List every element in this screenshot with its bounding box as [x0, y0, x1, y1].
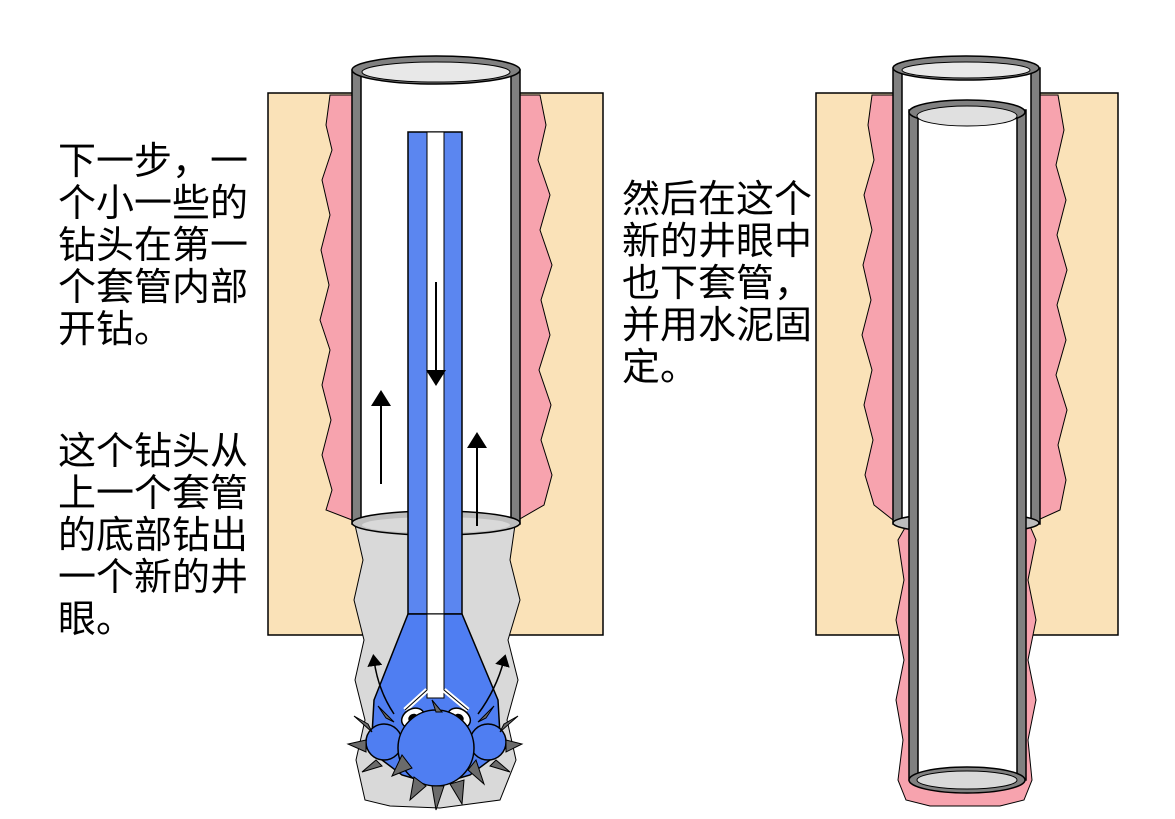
- step-description-new-hole: 这个钻头从 上一个套管 的底部钻出 一个新的井 眼。: [58, 430, 248, 640]
- bit-tooth: [505, 739, 524, 753]
- outer-casing-top-opening: [901, 61, 1031, 79]
- text-line: 这个钻头从: [58, 429, 249, 473]
- bit-teeth: [346, 699, 524, 811]
- bit-tooth: [431, 699, 444, 713]
- inner-casing-top-opening: [916, 105, 1018, 127]
- cement-upper-right: [1037, 94, 1068, 521]
- text-line: 新的井眼中: [622, 219, 813, 263]
- step-description-casing: 然后在这个 新的井眼中 也下套管， 并用水泥固 定。: [622, 178, 818, 388]
- text-line: 并用水泥固: [622, 303, 813, 347]
- bit-bore: [426, 613, 445, 699]
- step-description-drilling: 下一步，一 个小一些的 钻头在第一 个套管内部 开钻。: [58, 140, 248, 350]
- flow-arrow-bit-left: [367, 654, 395, 715]
- text-line: 定。: [622, 345, 699, 388]
- jet-right-outline: [443, 689, 469, 711]
- bit-tooth: [499, 715, 519, 733]
- text-line: 开钻。: [58, 307, 173, 351]
- casing-wall-left: [351, 69, 362, 525]
- cement-left: [319, 94, 353, 521]
- bit-cone-right: [469, 723, 507, 761]
- text-line: 眼。: [58, 597, 135, 641]
- inner-casing-wall-right: [1016, 109, 1027, 781]
- bit-tooth: [377, 705, 395, 723]
- outer-casing-wall-right: [1030, 67, 1041, 525]
- inner-casing-wall-left: [908, 109, 919, 781]
- bit-tooth: [353, 715, 373, 733]
- cement-upper-left: [861, 94, 894, 522]
- jet-left-outline: [404, 689, 428, 711]
- outer-casing-wall-left: [892, 67, 903, 525]
- text-line: 个小一些的: [58, 181, 249, 225]
- bit-tooth: [449, 779, 465, 806]
- text-line: 的底部钻出: [58, 513, 249, 557]
- bit-tooth: [346, 739, 367, 753]
- casing-top-opening: [361, 61, 511, 83]
- cement-right: [517, 94, 553, 521]
- text-line: 一个新的井: [58, 555, 249, 599]
- inner-casing-bottom-opening: [916, 770, 1018, 790]
- text-line: 上一个套管: [58, 471, 249, 515]
- bit-tooth: [489, 759, 511, 773]
- casing-diagram: [815, 55, 1119, 807]
- text-line: 个套管内部: [58, 265, 249, 309]
- bit-tooth: [409, 776, 427, 802]
- drilling-diagram: [267, 55, 604, 811]
- bit-tooth: [431, 785, 445, 811]
- text-line: 下一步，一: [58, 139, 249, 183]
- text-line: 钻头在第一: [58, 223, 249, 267]
- bit-tooth: [477, 705, 495, 723]
- bit-cone-left: [365, 723, 403, 761]
- text-line: 也下套管，: [622, 261, 813, 305]
- bit-tooth: [467, 758, 486, 786]
- inner-casing-bore: [917, 113, 1018, 778]
- bit-cone-center: [397, 709, 475, 787]
- casing-wall-right: [510, 69, 521, 525]
- text-line: 然后在这个: [622, 178, 813, 221]
- flow-arrow-bit-right: [477, 654, 510, 715]
- bit-tooth: [390, 754, 413, 777]
- bit-tooth: [361, 759, 383, 773]
